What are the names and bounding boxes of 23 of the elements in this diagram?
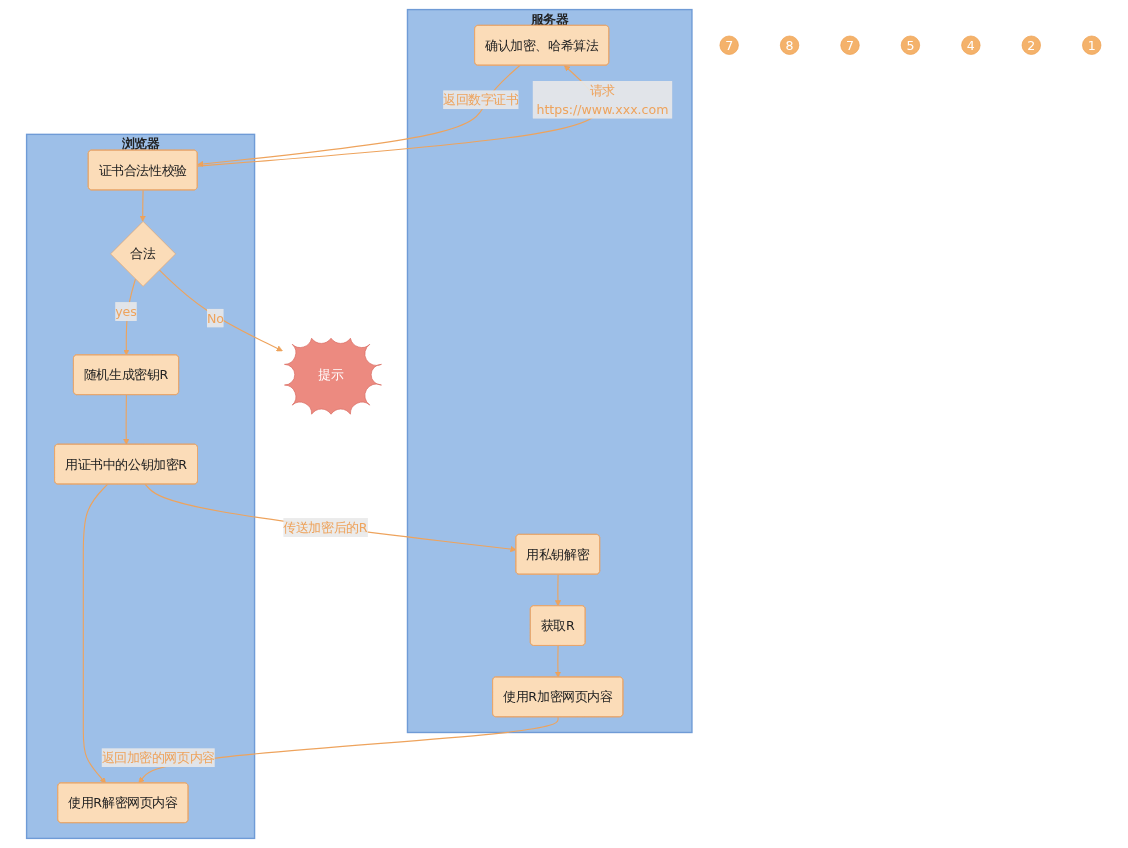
edge-label: 请求https://www.xxx.com bbox=[536, 82, 669, 117]
node-circle: 4 bbox=[961, 35, 981, 55]
arrow bbox=[144, 483, 517, 553]
arrow bbox=[82, 483, 109, 784]
edge-label: 传送加密后的R bbox=[283, 520, 368, 535]
arrow bbox=[139, 189, 147, 222]
node-circle: 2 bbox=[1021, 35, 1042, 55]
node-diamond: 合法 bbox=[110, 221, 177, 287]
edge-label: yes bbox=[115, 304, 138, 319]
node-circle: 1 bbox=[1082, 35, 1102, 55]
node-circle: 7 bbox=[719, 35, 739, 55]
arrow bbox=[123, 278, 137, 356]
node-circle: 5 bbox=[901, 35, 921, 55]
arrow bbox=[123, 394, 130, 445]
edge-label: No bbox=[207, 310, 225, 326]
arrow bbox=[197, 64, 521, 168]
arrow bbox=[158, 269, 284, 352]
node-circle: 7 bbox=[840, 35, 860, 55]
edge-label: 返回数字证书 bbox=[443, 92, 519, 108]
node-circle: 8 bbox=[780, 35, 800, 55]
arrow bbox=[555, 645, 562, 678]
arrow bbox=[555, 573, 562, 607]
edge-label: 返回加密的网页内容 bbox=[101, 750, 216, 765]
